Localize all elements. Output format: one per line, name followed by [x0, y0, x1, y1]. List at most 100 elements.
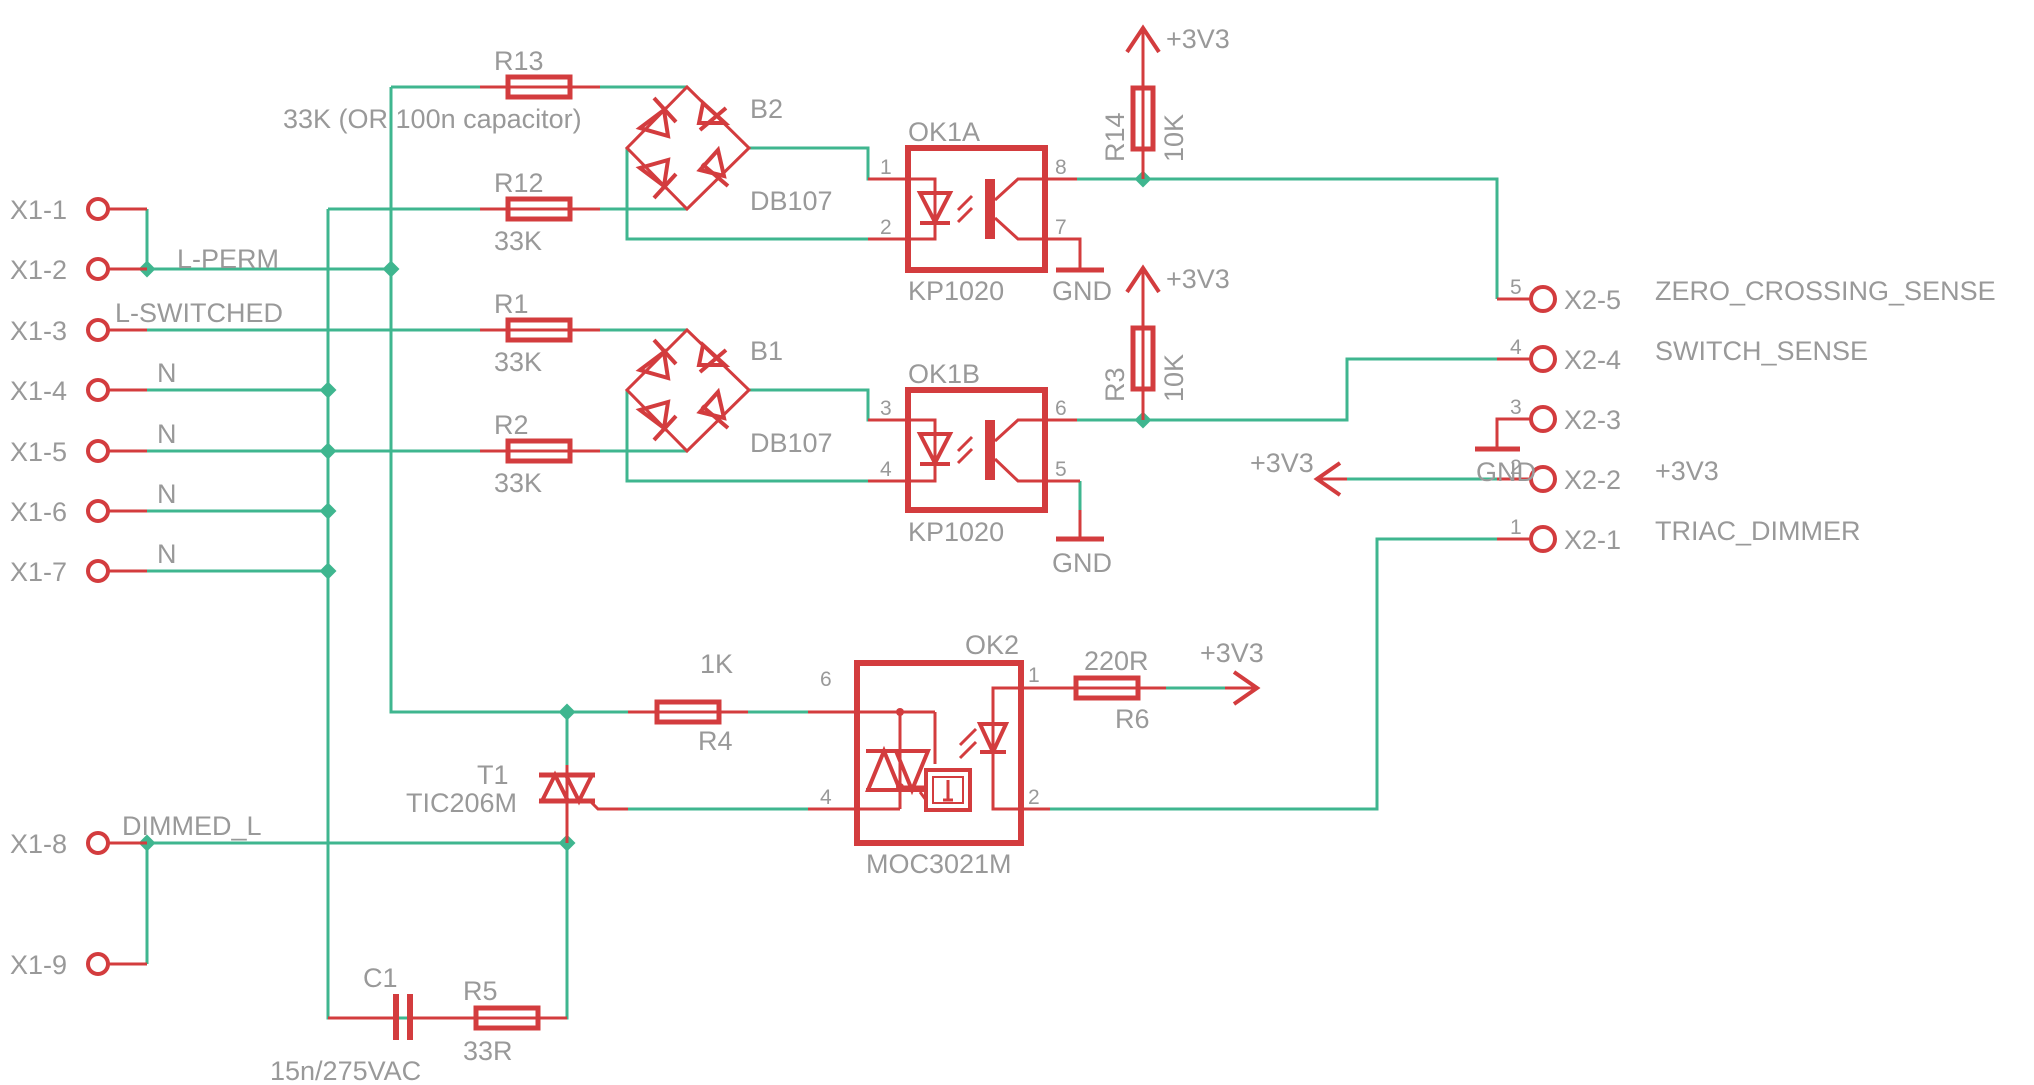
x2-label: X2-1 — [1564, 525, 1621, 555]
x1-label: X1-9 — [10, 950, 67, 980]
x1-pin-5[interactable] — [86, 439, 147, 463]
x1-pin-3[interactable] — [86, 318, 147, 342]
wire-b2-ok1a-1 — [749, 146, 880, 181]
bridge-b2[interactable]: B2 DB107 — [624, 84, 833, 216]
resistor-r6[interactable]: 220R R6 — [1050, 646, 1166, 734]
optocoupler-ok1a[interactable]: 1 2 8 7 OK1A KP1020 GND — [868, 117, 1112, 306]
x2-pin-1[interactable] — [1497, 525, 1557, 553]
b1-name: B1 — [750, 336, 783, 366]
wire-l-perm-bus — [389, 87, 567, 714]
net-label-dimmed-l: DIMMED_L — [122, 811, 262, 841]
x2-pin-num: 4 — [1510, 336, 1522, 359]
resistor-r1[interactable]: R1 33K — [480, 289, 600, 377]
x2-pin-num: 3 — [1510, 396, 1522, 419]
resistor-r14[interactable]: R14 10K — [1100, 30, 1189, 179]
triac-t1[interactable]: T1 TIC206M — [406, 760, 628, 843]
wire-b1-ok1b-3 — [749, 388, 880, 422]
bridge-b1[interactable]: B1 DB107 — [624, 327, 833, 458]
wire-b2-ok1a-2 — [625, 148, 880, 241]
ok1b-value: KP1020 — [908, 517, 1004, 547]
capacitor-c1[interactable]: C1 15n/275VAC — [270, 963, 476, 1085]
x1-label: X1-5 — [10, 437, 67, 467]
net-label-l-perm: L-PERM — [177, 244, 279, 274]
b2-name: B2 — [750, 94, 783, 124]
ok2-value: MOC3021M — [866, 849, 1012, 879]
ok1a-pin8: 8 — [1055, 156, 1067, 179]
r4-value: 1K — [700, 649, 733, 679]
gnd-label: GND — [1052, 276, 1112, 306]
vcc-label: +3V3 — [1166, 264, 1230, 294]
x1-pin-2[interactable] — [86, 257, 147, 281]
x2-pin-num: 2 — [1510, 456, 1522, 479]
gnd-label: GND — [1476, 457, 1536, 487]
resistor-r13[interactable]: R13 33K (OR 100n capacitor) — [283, 46, 600, 134]
x2-pin-2[interactable] — [1497, 465, 1557, 493]
ok2-pin6: 6 — [820, 668, 832, 691]
x1-label: X1-8 — [10, 829, 67, 859]
ok1a-value: KP1020 — [908, 276, 1004, 306]
r1-name: R1 — [494, 289, 529, 319]
x1-label: X1-7 — [10, 557, 67, 587]
x1-label: X1-1 — [10, 195, 67, 225]
t1-name: T1 — [477, 760, 509, 790]
x1-pin-9[interactable] — [86, 952, 147, 976]
connector-x1: X1-1 X1-2 X1-3 X1-4 X1-5 X1-6 X1-7 X1-8 … — [10, 195, 283, 980]
x2-label: X2-5 — [1564, 285, 1621, 315]
r1-value: 33K — [494, 347, 542, 377]
x1-pin-4[interactable] — [86, 378, 147, 402]
x1-label: X1-3 — [10, 316, 67, 346]
x2-signal: +3V3 — [1655, 456, 1719, 486]
wires — [145, 85, 1499, 1020]
resistor-r2[interactable]: R2 33K — [480, 410, 600, 498]
junction-dot — [319, 442, 337, 460]
x1-pin-7[interactable] — [86, 559, 147, 583]
c1-name: C1 — [363, 963, 398, 993]
junction-dot — [382, 260, 400, 278]
net-label-n: N — [157, 419, 177, 449]
resistor-r4[interactable]: 1K R4 — [628, 649, 748, 756]
ok1b-pin3: 3 — [880, 397, 892, 420]
x1-label: X1-4 — [10, 376, 67, 406]
ok1a-pin2: 2 — [880, 216, 892, 239]
resistor-r3[interactable]: R3 10K — [1100, 270, 1189, 420]
x1-pin-6[interactable] — [86, 499, 147, 523]
ok1b-name: OK1B — [908, 359, 980, 389]
r2-name: R2 — [494, 410, 529, 440]
x2-pin-3[interactable] — [1475, 405, 1557, 452]
ok2-name: OK2 — [965, 630, 1019, 660]
x1-label: X1-6 — [10, 497, 67, 527]
r4-name: R4 — [698, 726, 733, 756]
optocoupler-ok1b[interactable]: 3 4 6 5 OK1B KP1020 GND — [868, 359, 1112, 578]
connector-x2: 5 4 3 2 1 GND X2-5 X2-4 X2-3 X2-2 X2-1 Z… — [1475, 276, 1996, 555]
ok1a-pin1: 1 — [880, 156, 892, 179]
net-label-n: N — [157, 479, 177, 509]
r5-name: R5 — [463, 976, 498, 1006]
r12-name: R12 — [494, 168, 544, 198]
r13-value: 33K (OR 100n capacitor) — [283, 104, 582, 134]
r13-name: R13 — [494, 46, 544, 76]
x2-label: X2-3 — [1564, 405, 1621, 435]
net-label-l-switched: L-SWITCHED — [115, 298, 283, 328]
wire-triac-dimmer — [1050, 537, 1497, 811]
vcc-r3: +3V3 — [1125, 264, 1230, 294]
ok1a-pin7: 7 — [1055, 216, 1067, 239]
optocoupler-ok2[interactable]: 6 4 1 2 OK2 MOC3021M — [808, 630, 1050, 879]
x1-pin-1[interactable] — [86, 197, 147, 221]
x1-pin-8[interactable] — [86, 831, 147, 855]
junction-dot — [558, 703, 576, 721]
x2-pin-4[interactable] — [1497, 345, 1557, 373]
x2-signal: SWITCH_SENSE — [1655, 336, 1868, 366]
r5-value: 33R — [463, 1036, 513, 1066]
ok1b-pin5: 5 — [1055, 458, 1067, 481]
vcc-x2: +3V3 — [1250, 448, 1347, 497]
x2-label: X2-2 — [1564, 465, 1621, 495]
junction-dot — [319, 562, 337, 580]
r14-name: R14 — [1100, 112, 1130, 162]
ok2-pin2: 2 — [1028, 786, 1040, 809]
gnd-label: GND — [1052, 548, 1112, 578]
resistor-r5[interactable]: R5 33R — [420, 976, 567, 1066]
resistor-r12[interactable]: R12 33K — [480, 168, 600, 256]
x2-pin-num: 5 — [1510, 276, 1522, 299]
x2-pin-5[interactable] — [1497, 285, 1557, 313]
